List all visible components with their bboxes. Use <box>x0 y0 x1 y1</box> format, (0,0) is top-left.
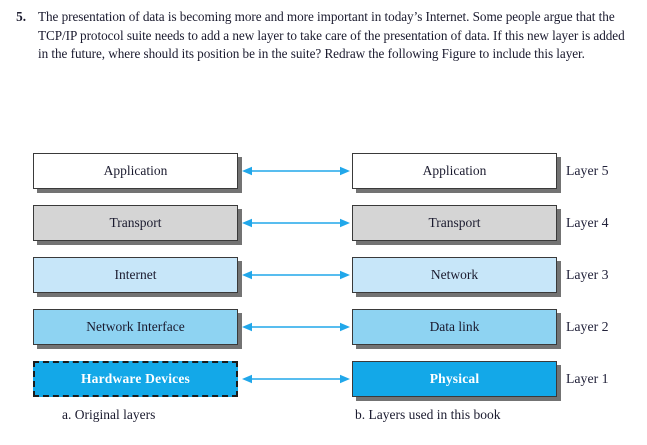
caption-book-layers: b. Layers used in this book <box>355 407 501 422</box>
double-headed-arrow-icon <box>242 321 350 333</box>
caption-original-layers: a. Original layers <box>62 407 156 422</box>
right-layer-box[interactable]: Network <box>352 257 557 293</box>
question-text: The presentation of data is becoming mor… <box>38 9 625 62</box>
double-headed-arrow-icon <box>242 165 350 177</box>
layer-number-label: Layer 2 <box>566 319 609 334</box>
right-layer-label: Application <box>422 163 487 179</box>
layer-number-label: Layer 1 <box>566 371 609 386</box>
layer-row: Application Application Layer 5 <box>0 153 647 189</box>
right-layer-box[interactable]: Transport <box>352 205 557 241</box>
right-layer-label: Network <box>430 267 479 283</box>
right-layer-box[interactable]: Physical <box>352 361 557 397</box>
right-layer-label: Physical <box>429 371 480 387</box>
left-layer-box[interactable]: Transport <box>33 205 238 241</box>
left-layer-label: Network Interface <box>86 319 185 335</box>
layer-row: Internet Network Layer 3 <box>0 257 647 293</box>
left-layer-box[interactable]: Network Interface <box>33 309 238 345</box>
left-layer-box[interactable]: Application <box>33 153 238 189</box>
left-layer-label: Internet <box>114 267 157 283</box>
left-layer-box[interactable]: Hardware Devices <box>33 361 238 397</box>
layer-row: Hardware Devices Physical Layer 1 <box>0 361 647 397</box>
left-layer-box[interactable]: Internet <box>33 257 238 293</box>
right-layer-box[interactable]: Application <box>352 153 557 189</box>
left-layer-label: Hardware Devices <box>80 371 191 387</box>
double-headed-arrow-icon <box>242 269 350 281</box>
double-headed-arrow-icon <box>242 217 350 229</box>
left-layer-label: Application <box>103 163 168 179</box>
left-layer-label: Transport <box>109 215 162 231</box>
right-layer-box[interactable]: Data link <box>352 309 557 345</box>
question-block: 5. The presentation of data is becoming … <box>0 8 647 64</box>
layer-row: Network Interface Data link Layer 2 <box>0 309 647 345</box>
layer-row: Transport Transport Layer 4 <box>0 205 647 241</box>
layer-number-label: Layer 3 <box>566 267 609 282</box>
layer-number-label: Layer 4 <box>566 215 609 230</box>
right-layer-label: Data link <box>429 319 480 335</box>
layer-number-label: Layer 5 <box>566 163 609 178</box>
double-headed-arrow-icon <box>242 373 350 385</box>
question-number: 5. <box>16 9 26 24</box>
right-layer-label: Transport <box>428 215 481 231</box>
